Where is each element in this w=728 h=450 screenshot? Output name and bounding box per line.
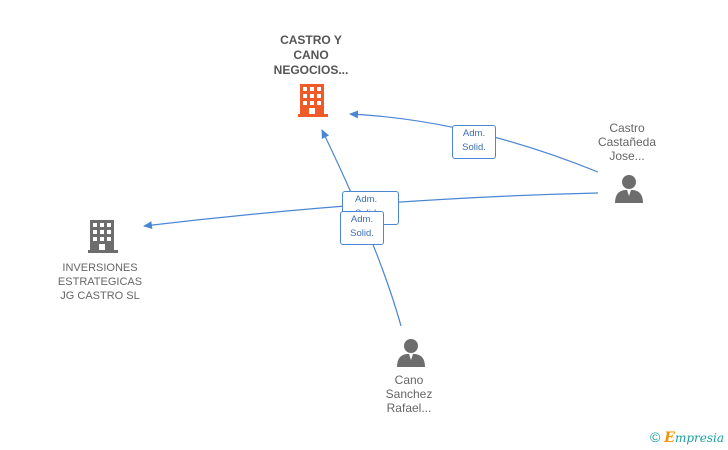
person-icon[interactable]	[615, 175, 643, 203]
copyright-symbol: ©	[649, 429, 661, 445]
label-line: ESTRATEGICAS	[57, 276, 143, 288]
company-label-castro-cano[interactable]: CASTRO Y CANO NEGOCIOS...	[256, 33, 366, 78]
edge-label-castaneda-castro-cano[interactable]: Adm. Solid.	[452, 125, 496, 159]
edge-label-line: Solid.	[350, 228, 374, 239]
edge-label-line: Adm.	[350, 214, 374, 225]
person-label-castro-castaneda[interactable]: Castro Castañeda Jose...	[582, 121, 672, 163]
brand-name: mpresia	[674, 431, 724, 445]
label-line: CASTRO Y	[280, 33, 342, 47]
person-icon[interactable]	[397, 339, 425, 367]
label-line: Rafael...	[386, 401, 432, 415]
label-line: Cano	[394, 373, 424, 387]
edge-label-line: Solid.	[462, 142, 486, 153]
label-line: NEGOCIOS...	[273, 63, 349, 77]
label-line: Castro	[609, 121, 645, 135]
brand-initial: E	[664, 430, 675, 446]
label-line: Sanchez	[385, 387, 433, 401]
building-icon[interactable]	[298, 84, 328, 117]
company-label-inversiones[interactable]: INVERSIONES ESTRATEGICAS JG CASTRO SL	[40, 261, 160, 303]
empresia-watermark[interactable]: ©Empresia	[650, 429, 724, 446]
edge-label-line: Adm.	[462, 128, 486, 139]
edge-label-cano-castro-cano[interactable]: Adm. Solid.	[340, 211, 384, 245]
person-label-cano-sanchez[interactable]: Cano Sanchez Rafael...	[364, 373, 454, 415]
label-line: INVERSIONES	[62, 262, 138, 274]
label-line: Jose...	[609, 149, 645, 163]
label-line: JG CASTRO SL	[60, 290, 140, 302]
label-line: CANO	[293, 48, 329, 62]
edge-label-line: Adm.	[355, 194, 378, 205]
building-icon[interactable]	[88, 220, 118, 253]
label-line: Castañeda	[597, 135, 657, 149]
